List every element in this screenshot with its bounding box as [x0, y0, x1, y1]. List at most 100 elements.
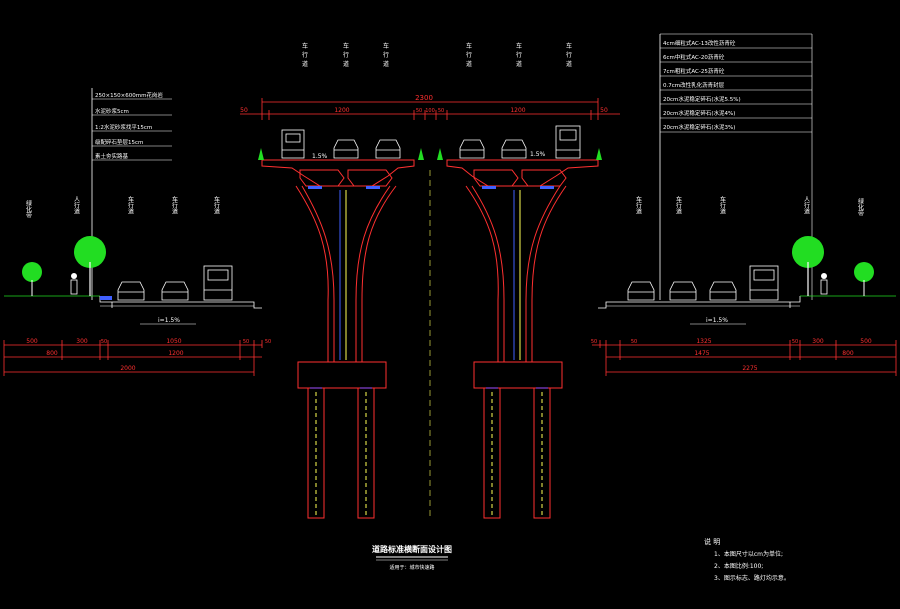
right-ground	[598, 295, 896, 309]
bearing	[540, 186, 554, 189]
label-text: 车行道	[213, 195, 220, 215]
lane-char: 车	[302, 42, 308, 50]
notes: 说 明 1、本图尺寸以cm为单位; 2、本图比例:100; 3、图示标志、路灯均…	[704, 537, 790, 582]
vertical-label: 车行道	[635, 195, 642, 215]
label-text: 人行道	[73, 196, 80, 215]
dim-middle-label: 50	[416, 108, 422, 114]
left-vehicles	[117, 265, 233, 301]
car-icon	[333, 139, 359, 159]
dim-label: 1325	[696, 338, 711, 345]
shrub-icon	[596, 148, 602, 160]
dim-edge-label: 50	[600, 107, 608, 114]
lane-char: 行	[466, 51, 472, 59]
lane-char: 道	[343, 60, 349, 68]
pier-outline	[361, 185, 397, 362]
left-dimensions	[3, 340, 263, 376]
bearing	[366, 186, 380, 189]
dim-label: 50	[792, 339, 798, 345]
deck-dimensions	[240, 98, 620, 120]
slope-label: 1.5%	[530, 151, 546, 158]
label-text: 车行道	[127, 195, 134, 215]
dim-label: 2000	[120, 365, 135, 372]
legend-item: 0.7cm改性乳化沥青封层	[663, 81, 725, 89]
vertical-label: 车行道	[127, 195, 134, 215]
left-deck	[261, 159, 415, 187]
bus-icon	[749, 265, 779, 301]
deck-lane-label: 车 行 道	[566, 42, 572, 68]
deck-lane-label: 车 行 道	[383, 42, 389, 68]
dim-label: 1050	[166, 338, 181, 345]
car-icon	[375, 139, 401, 159]
deck-dimension-labels: 2300 50 1200 50 100 50 1200 50	[240, 94, 608, 114]
vertical-label: 人行道	[73, 196, 80, 215]
curb-mark	[100, 296, 112, 300]
subtitle-text: 适用于：城市快速路	[389, 564, 434, 571]
lane-char: 车	[466, 42, 472, 50]
dim-label: 50	[101, 339, 107, 345]
legend-item: 水泥砂浆5cm	[95, 107, 129, 115]
pier-outline	[471, 185, 505, 362]
legend-item: 4cm细粒式AC-13改性沥青砼	[663, 39, 736, 47]
deck-vehicles	[281, 125, 581, 159]
right-slope-label: i=1.5%	[706, 317, 728, 324]
lane-char: 道	[466, 60, 472, 68]
right-vehicles	[627, 265, 779, 301]
label-text: 车行道	[719, 195, 726, 215]
pedestrian-icon	[820, 273, 828, 295]
pier-outline	[295, 185, 329, 362]
deck-lane-label: 车 行 道	[466, 42, 472, 68]
right-deck	[446, 159, 599, 187]
tree-icon	[792, 236, 824, 296]
bus-icon	[203, 265, 233, 301]
car-icon	[117, 281, 145, 301]
title-text: 道路标准横断面设计图	[372, 544, 452, 554]
lane-char: 道	[383, 60, 389, 68]
legend-item: 级配碎石垫层15cm	[95, 138, 143, 146]
legend-item: 6cm中粒式AC-20沥青砼	[663, 53, 725, 61]
left-slope-label: i=1.5%	[158, 317, 180, 324]
dim-label: 300	[812, 338, 824, 345]
deck-bearings	[308, 186, 554, 189]
car-icon	[501, 139, 527, 159]
deck-parapets	[258, 148, 602, 160]
dim-label: 1200	[168, 350, 183, 357]
lane-char: 车	[566, 42, 572, 50]
notes-item: 3、图示标志、路灯均示意。	[714, 574, 790, 582]
bearing	[482, 186, 496, 189]
dim-edge-label: 50	[240, 107, 248, 114]
dim-label: 50	[591, 339, 597, 345]
pile-cap	[297, 361, 387, 389]
lane-char: 行	[383, 51, 389, 59]
legend-item: 20cm水泥稳定碎石(水泥5.5%)	[663, 95, 741, 103]
dim-label: 2275	[742, 365, 757, 372]
label-text: 车行道	[171, 195, 178, 215]
left-ground	[4, 295, 262, 309]
dim-label: 50	[243, 339, 249, 345]
pier-outline	[355, 185, 391, 362]
slope-label: 1.5%	[312, 153, 328, 160]
shrub-icon	[418, 148, 424, 160]
right-dimensions	[592, 340, 897, 376]
lane-char: 车	[383, 42, 389, 50]
left-girder-cell	[299, 169, 345, 187]
right-trees	[792, 236, 874, 296]
deck-lane-labels: 车 行 道 车 行 道 车 行 道 车 行 道 车 行 道 车 行 道	[302, 42, 572, 68]
right-pier	[465, 185, 567, 519]
deck-lane-label: 车 行 道	[343, 42, 349, 68]
left-trees	[22, 236, 106, 296]
dim-label: 500	[860, 338, 872, 345]
dim-half-right-label: 1200	[510, 107, 525, 114]
truck-icon	[281, 129, 305, 159]
drawing-title: 道路标准横断面设计图 适用于：城市快速路	[372, 544, 452, 571]
legend-item: 1:2水泥砂浆找平15cm	[95, 123, 152, 131]
pedestrian-icon	[70, 273, 78, 295]
dim-label: 500	[26, 338, 38, 345]
bearing	[308, 186, 322, 189]
pier-core-lines	[310, 190, 548, 516]
right-ground-labels: 车行道 车行道 车行道 人行道 绿化带	[635, 195, 864, 217]
lane-char: 行	[516, 51, 522, 59]
lane-char: 道	[302, 60, 308, 68]
vertical-label: 绿化带	[25, 199, 32, 219]
